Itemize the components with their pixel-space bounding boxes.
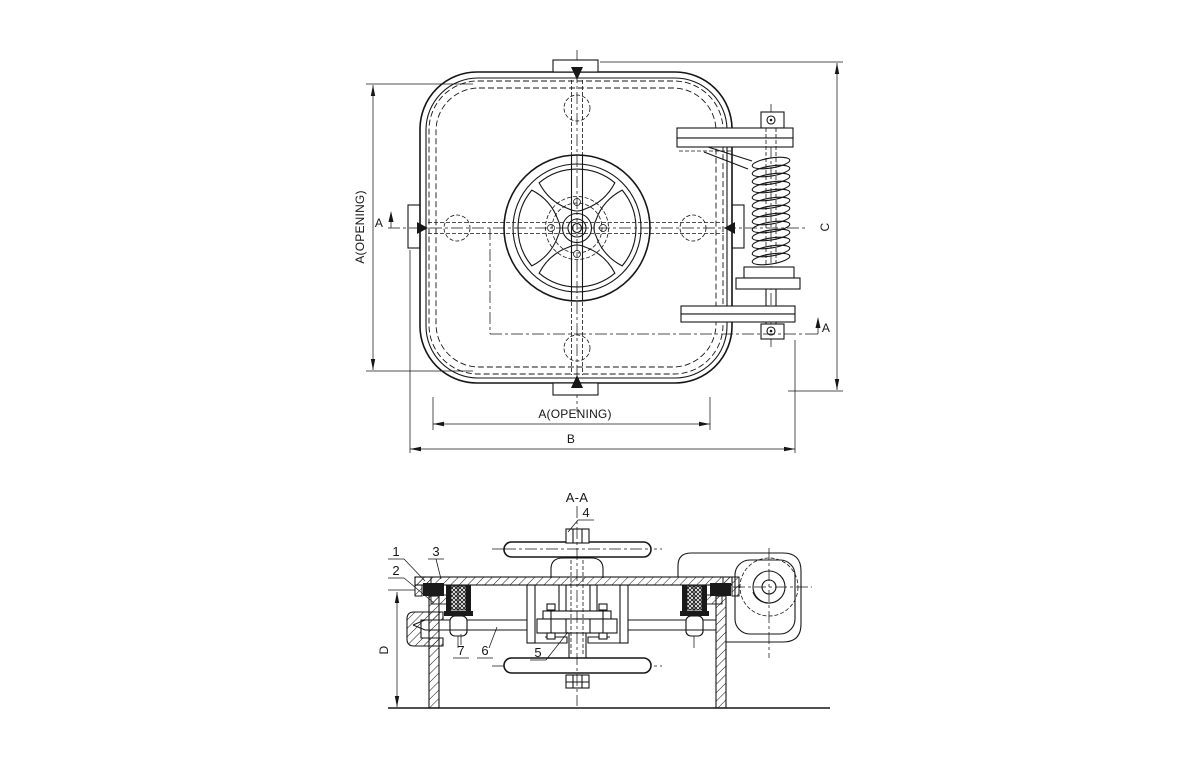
hinge-hook	[752, 591, 772, 604]
top-lock-arrow-icon	[571, 67, 583, 80]
hinge-bottom-arm	[680, 305, 796, 315]
section-cut-line: A A	[375, 211, 830, 335]
handwheel-bottom-section	[492, 657, 662, 689]
dim-d: D	[377, 589, 415, 707]
hinge-top-bolt-plate	[760, 111, 785, 129]
yoke-bottom-flange	[527, 636, 628, 644]
cam-circle-bottom	[563, 334, 591, 362]
dim-label-a-opening-horizontal: A(OPENING)	[538, 407, 611, 421]
hub	[561, 212, 593, 244]
hinge-top-arm	[676, 137, 794, 148]
handwheel-top-section	[492, 528, 662, 558]
handwheel-bar	[503, 541, 652, 558]
left-lock-arrow-icon	[417, 222, 428, 234]
spring-bolt-right	[680, 580, 709, 648]
hinge-bottom-arm	[680, 313, 796, 323]
callout-2: 2	[392, 563, 399, 578]
hub-bolt-circle	[551, 202, 603, 254]
callout-6: 6	[481, 643, 488, 658]
coaming-wall-right	[715, 595, 727, 709]
gasket-line-inner	[435, 87, 717, 368]
callouts: 1 2 3 4 5 6 7	[388, 505, 594, 661]
hinge-spring-coil	[751, 156, 791, 266]
compression-spring	[450, 585, 467, 611]
section-view: A-A	[377, 490, 830, 709]
hub-bolt-circle	[545, 196, 609, 260]
yoke-plate-left	[526, 584, 536, 644]
dim-label-c: C	[818, 222, 832, 231]
gasket-right	[710, 583, 731, 596]
callout-5: 5	[534, 645, 541, 660]
right-lock-arrow-icon	[724, 222, 735, 234]
dim-label-d: D	[377, 645, 391, 654]
dim-c: C	[600, 61, 843, 392]
cam-circle-top	[563, 94, 591, 122]
section-arrow-label-right: A	[822, 321, 830, 335]
spring-bolt-head	[449, 615, 468, 637]
callout-4: 4	[582, 505, 589, 520]
gasket-left	[423, 583, 444, 596]
cover-inner-rim	[425, 77, 728, 379]
top-view: A A A(OPENING) A(OPENING)	[353, 50, 843, 453]
dim-label-a-opening-vertical: A(OPENING)	[353, 190, 367, 263]
bottom-lock-arrow-icon	[571, 375, 583, 388]
section-title: A-A	[566, 490, 589, 505]
dim-b: B	[409, 250, 796, 453]
center-mechanism	[526, 584, 629, 660]
handwheel-bar	[503, 657, 652, 674]
cover-outer-outline	[419, 71, 733, 384]
dim-label-b: B	[567, 432, 575, 446]
cover-plate-section	[414, 576, 740, 597]
arm-catch-bracket	[406, 611, 444, 647]
yoke-plate-right	[619, 584, 629, 644]
section-arrow-label-left: A	[375, 216, 383, 230]
spindle-top-nut	[565, 528, 590, 544]
hinge-bottom-bolt-plate	[760, 323, 785, 340]
spring-bolt-left	[444, 580, 473, 648]
dim-a-opening-vertical: A(OPENING)	[353, 83, 473, 372]
callout-1: 1	[392, 544, 399, 559]
cover-plate	[414, 576, 733, 586]
compression-spring	[686, 585, 703, 611]
spindle-housing	[558, 584, 598, 612]
callout-3: 3	[432, 544, 439, 559]
hinge-housing-section	[677, 548, 812, 658]
gasket-line-outer	[428, 80, 724, 375]
spring-bolt-head	[685, 615, 704, 637]
hinge-spring-seat	[743, 266, 795, 279]
cover-lip-right	[722, 576, 740, 597]
cover-lip-left	[414, 576, 432, 597]
hinge-bracket-plate	[735, 277, 801, 290]
hinge-assembly-top-view	[676, 104, 801, 348]
handwheel-top-view	[503, 154, 651, 302]
callout-7: 7	[457, 643, 464, 658]
cam-circle-right	[679, 214, 707, 242]
cam-circle-left	[443, 214, 471, 242]
dim-a-opening-horizontal: A(OPENING)	[432, 397, 711, 430]
